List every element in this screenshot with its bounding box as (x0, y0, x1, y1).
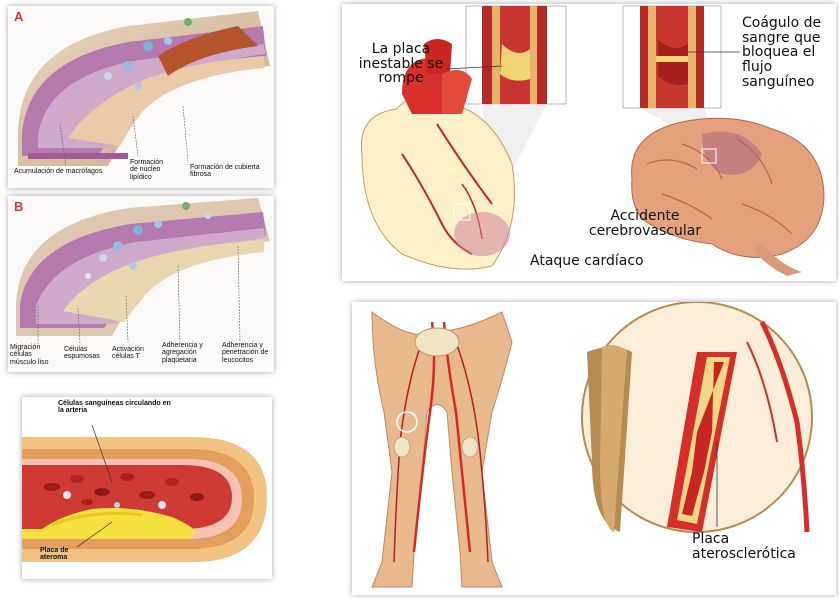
panel-a-macrophage-accumulation: A Acumulación de macrófagos Formación de… (8, 6, 274, 188)
panel-b-plaque-formation: B Migración células músculo liso Células… (8, 196, 274, 372)
label-foam-cells: Células espumosas (64, 346, 102, 361)
label-macrophage-accumulation: Acumulación de macrófagos (14, 168, 134, 175)
panel-artery-longitudinal: Células sanguíneas circulando en la arte… (22, 397, 272, 579)
panel-heart-brain: La placa inestable se rompe Coágulo de s… (342, 4, 836, 281)
label-leukocyte-penetration: Adherencia y penetración de leucocitos (222, 342, 274, 364)
label-t-cell-activation: Activación células T (112, 346, 152, 361)
label-blood-clot: Coágulo de sangre que bloquea el flujo s… (742, 16, 836, 89)
panel-a-letter: A (14, 9, 23, 24)
label-platelet-adhesion: Adherencia y agregación plaquetaria (162, 342, 222, 364)
label-smooth-muscle-migration: Migración células músculo liso (10, 344, 56, 366)
panel-b-letter: B (14, 199, 23, 214)
label-heart-attack: Ataque cardíaco (530, 254, 680, 269)
panel-legs-peripheral-artery: Placa aterosclerótica (352, 302, 836, 595)
label-blood-cells: Células sanguíneas circulando en la arte… (58, 400, 178, 415)
label-stroke: Accidente cerebrovascular (570, 209, 720, 238)
label-fibrous-cap: Formación de cubierta fibrosa (190, 164, 260, 179)
label-lipid-core: Formación de núcleo lipídico (130, 159, 172, 181)
magnified-artery-inset (582, 302, 812, 532)
label-plaque-rupture: La placa inestable se rompe (356, 42, 446, 86)
label-atherosclerotic-plaque: Placa aterosclerótica (692, 532, 832, 561)
label-atheroma-plaque: Placa de ateroma (40, 547, 80, 562)
